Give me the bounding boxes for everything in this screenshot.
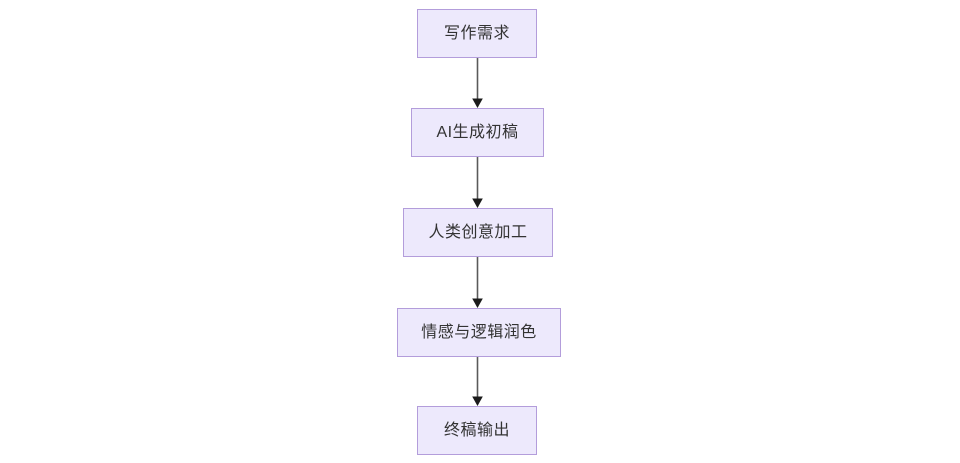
- edge-node2-to-node3: [472, 157, 483, 208]
- flow-node-label: 终稿输出: [443, 421, 510, 439]
- edge-node3-to-node4: [472, 257, 483, 308]
- flow-node-label: AI生成初稿: [436, 123, 519, 141]
- edge-node1-to-node2: [472, 58, 483, 108]
- flow-node-final-output[interactable]: 终稿输出: [417, 406, 537, 455]
- flow-node-emotion-logic-polish[interactable]: 情感与逻辑润色: [397, 308, 561, 357]
- edge-node4-to-node5: [472, 357, 483, 406]
- flow-node-label: 人类创意加工: [428, 223, 528, 241]
- flow-node-human-creative-processing[interactable]: 人类创意加工: [403, 208, 553, 257]
- flow-node-writing-requirement[interactable]: 写作需求: [417, 9, 537, 58]
- flow-node-label: 情感与逻辑润色: [421, 323, 537, 341]
- flow-node-label: 写作需求: [443, 24, 510, 42]
- flow-node-ai-draft[interactable]: AI生成初稿: [411, 108, 544, 157]
